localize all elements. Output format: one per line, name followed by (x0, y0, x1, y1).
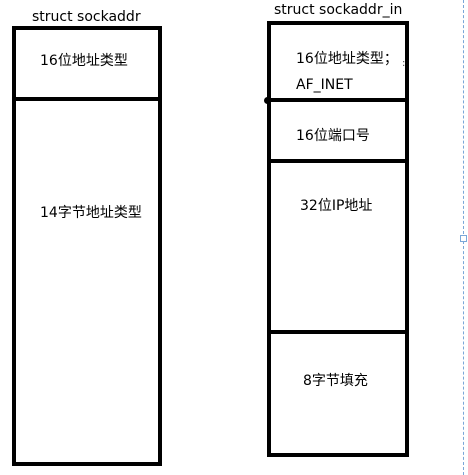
sockaddr-in-field-zero: 8字节填充 (303, 373, 368, 389)
sockaddr-in-field-family-value: AF_INET (296, 77, 353, 93)
sockaddr-in-box[interactable] (267, 21, 409, 457)
overflow-mark: : (402, 58, 406, 69)
sockaddr-title: struct sockaddr (32, 9, 141, 25)
sockaddr-in-field-addr: 32位IP地址 (300, 198, 373, 214)
sockaddr-field-data: 14字节地址类型 (40, 205, 142, 221)
sockaddr-box[interactable] (12, 26, 162, 466)
sockaddr-in-field-family: 16位地址类型； (296, 51, 398, 67)
sockaddr-in-divider-2 (267, 159, 409, 163)
sockaddr-in-divider-3 (267, 330, 409, 334)
canvas-resize-handle[interactable] (460, 235, 467, 242)
sockaddr-in-title: struct sockaddr_in (274, 2, 403, 18)
sockaddr-field-family: 16位地址类型 (40, 53, 128, 69)
sockaddr-divider-1 (12, 97, 162, 101)
sockaddr-in-divider-1 (267, 98, 409, 102)
sockaddr-in-field-port: 16位端口号 (296, 128, 370, 144)
connector-handle-dot[interactable] (264, 97, 271, 104)
